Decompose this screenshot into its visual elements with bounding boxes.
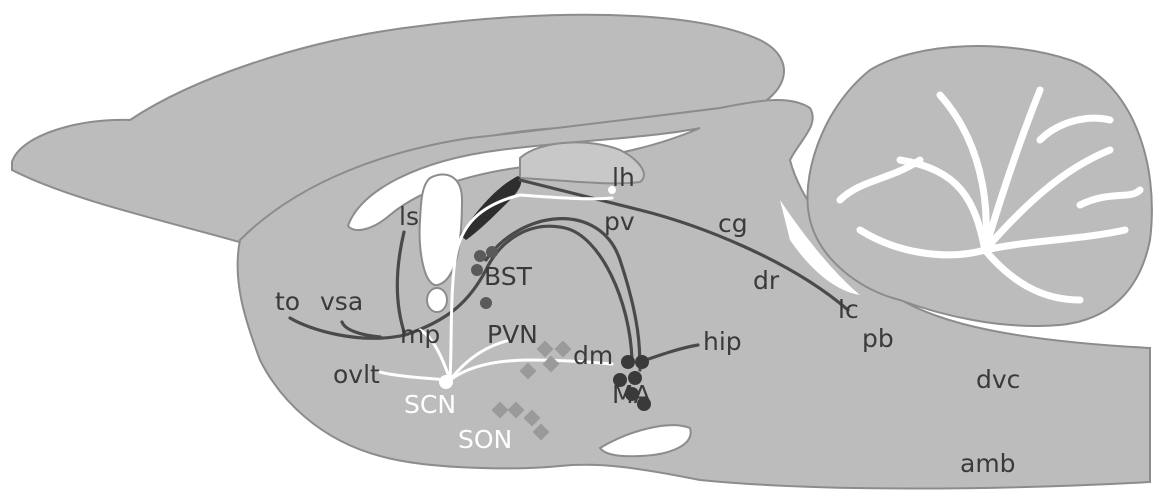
label-dm: dm (573, 341, 613, 370)
label-cg: cg (718, 209, 748, 238)
label-dvc: dvc (976, 365, 1020, 394)
label-scn: SCN (404, 390, 456, 419)
label-pb: pb (862, 324, 894, 353)
label-lc: lc (838, 295, 859, 324)
label-to: to (275, 287, 300, 316)
label-son: SON (458, 425, 512, 454)
label-dr: dr (753, 266, 780, 295)
label-amb: amb (960, 449, 1016, 478)
label-ls: ls (399, 202, 419, 231)
label-vsa: vsa (320, 287, 363, 316)
scn-hub (439, 375, 453, 389)
label-hip: hip (703, 327, 742, 356)
label-mp: mp (400, 320, 440, 349)
anterior-commissure (427, 288, 447, 312)
label-pv: pv (604, 207, 635, 236)
label-ma: MA (612, 380, 651, 409)
label-ovlt: ovlt (333, 360, 380, 389)
label-bst: BST (484, 262, 533, 291)
label-lh: lh (612, 163, 635, 192)
label-pvn: PVN (487, 320, 538, 349)
